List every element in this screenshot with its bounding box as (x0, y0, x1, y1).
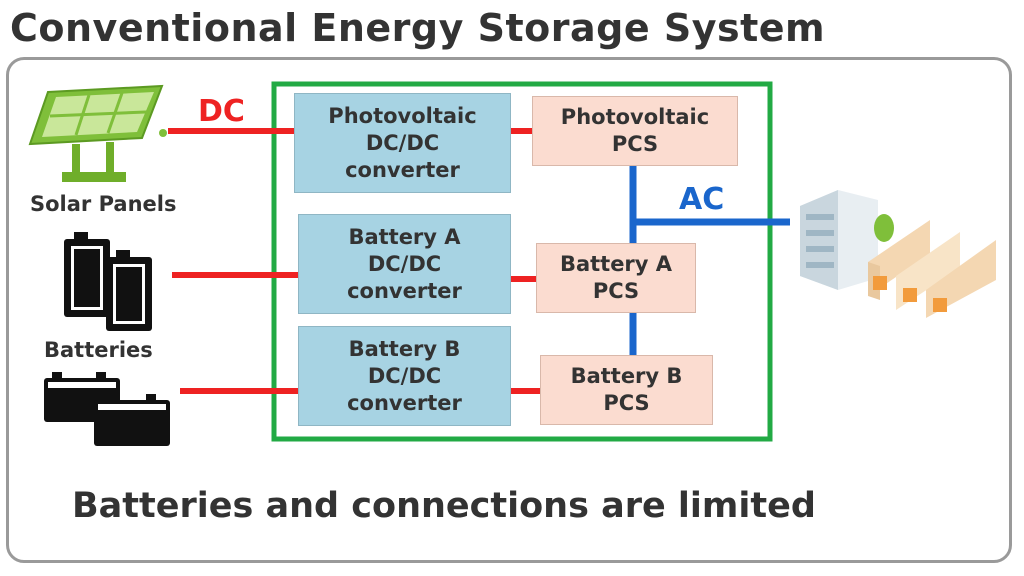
converter-line: Photovoltaic (328, 103, 477, 128)
battery-b-pcs: Battery B PCS (540, 355, 713, 425)
pcs-line: PCS (592, 279, 640, 303)
battery-b-dcdc-converter: Battery B DC/DC converter (298, 326, 511, 426)
solar-panels-label: Solar Panels (30, 192, 177, 216)
buildings-icon (800, 190, 996, 318)
converter-line: converter (347, 390, 462, 415)
storage-system-border (271, 81, 773, 442)
converter-line: Battery A (348, 224, 461, 249)
pcs-line: Photovoltaic (560, 105, 710, 129)
converter-line: DC/DC (365, 130, 440, 155)
battery-a-pcs: Battery A PCS (536, 243, 696, 313)
converter-line: converter (347, 278, 462, 303)
diagram-title: Conventional Energy Storage System (10, 6, 826, 50)
pcs-line: PCS (611, 132, 659, 156)
converter-line: converter (345, 157, 460, 182)
converter-line: Battery B (348, 336, 461, 361)
pcs-line: PCS (603, 391, 650, 415)
battery-icon (64, 232, 152, 331)
car-battery-icon (44, 372, 170, 446)
ac-label: AC (679, 182, 725, 217)
pcs-line: Battery B (570, 364, 683, 388)
dc-label: DC (198, 94, 245, 129)
converter-line: DC/DC (367, 363, 442, 388)
pcs-line: Battery A (559, 252, 673, 276)
solar-panel-icon (28, 84, 167, 182)
pv-pcs: Photovoltaic PCS (532, 96, 738, 166)
caption: Batteries and connections are limited (72, 486, 816, 526)
converter-line: DC/DC (367, 251, 442, 276)
pv-dcdc-converter: Photovoltaic DC/DC converter (294, 93, 511, 193)
batteries-label: Batteries (44, 338, 153, 362)
battery-a-dcdc-converter: Battery A DC/DC converter (298, 214, 511, 314)
